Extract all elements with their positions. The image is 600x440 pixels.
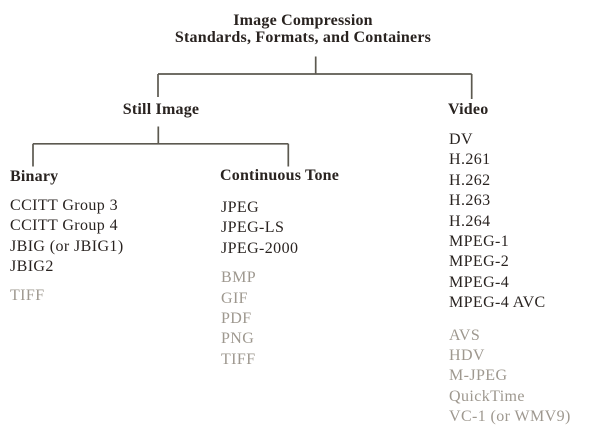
video-standard-item: MPEG-1 bbox=[449, 233, 510, 251]
continuous-tone-formats-list: BMP GIF PDF PNG TIFF bbox=[221, 268, 298, 370]
continuous-tone-column: JPEG JPEG-LS JPEG-2000 BMP GIF PDF PNG TIFF bbox=[221, 198, 298, 370]
video-format-item: QuickTime bbox=[449, 387, 525, 405]
branch-label-still-image: Still Image bbox=[122, 101, 200, 118]
video-standard-item: H.262 bbox=[449, 171, 491, 189]
continuous-tone-standard-item: JPEG bbox=[221, 199, 260, 216]
video-format-item: HDV bbox=[449, 347, 485, 365]
branch-label-video: Video bbox=[448, 101, 489, 118]
diagram-title-line2: Standards, Formats, and Containers bbox=[174, 29, 432, 46]
binary-format-item: TIFF bbox=[10, 286, 45, 304]
binary-formats-list: TIFF bbox=[10, 286, 124, 306]
binary-standard-item: CCITT Group 4 bbox=[10, 217, 119, 235]
branch-label-continuous-tone: Continuous Tone bbox=[220, 167, 340, 184]
continuous-tone-format-item: TIFF bbox=[221, 350, 256, 368]
root-branch-connector bbox=[157, 56, 473, 99]
video-standard-item: H.263 bbox=[449, 192, 491, 210]
video-standard-item: MPEG-4 AVC bbox=[449, 294, 546, 312]
still-image-branch-connector bbox=[32, 126, 290, 167]
continuous-tone-standard-item: JPEG-LS bbox=[221, 219, 285, 237]
binary-standard-item: JBIG (or JBIG1) bbox=[10, 237, 124, 255]
video-standard-item: DV bbox=[449, 131, 473, 148]
continuous-tone-standards-list: JPEG JPEG-LS JPEG-2000 bbox=[221, 198, 298, 259]
video-standard-item: H.261 bbox=[449, 151, 491, 169]
continuous-tone-standard-item: JPEG-2000 bbox=[221, 239, 299, 257]
video-standard-item: MPEG-2 bbox=[449, 253, 510, 271]
continuous-tone-format-item: PNG bbox=[221, 330, 255, 348]
video-standard-item: H.264 bbox=[449, 212, 491, 230]
video-standard-item: MPEG-4 bbox=[449, 273, 510, 291]
branch-label-binary: Binary bbox=[10, 168, 59, 185]
continuous-tone-format-item: PDF bbox=[221, 310, 252, 328]
continuous-tone-format-item: BMP bbox=[221, 269, 256, 287]
binary-standard-item: JBIG2 bbox=[10, 258, 54, 276]
binary-standards-list: CCITT Group 3 CCITT Group 4 JBIG (or JBIG1… bbox=[10, 196, 124, 278]
diagram-title-line1: Image Compression bbox=[233, 12, 373, 29]
diagram-title: Image Compression Standards, Formats, an… bbox=[153, 12, 453, 46]
video-format-item: M-JPEG bbox=[449, 367, 508, 385]
binary-standard-item: CCITT Group 3 bbox=[10, 197, 119, 214]
continuous-tone-format-item: GIF bbox=[221, 289, 248, 307]
video-format-item: VC-1 (or WMV9) bbox=[449, 408, 571, 426]
binary-column: CCITT Group 3 CCITT Group 4 JBIG (or JBIG1… bbox=[10, 196, 124, 306]
video-format-item: AVS bbox=[449, 326, 481, 344]
